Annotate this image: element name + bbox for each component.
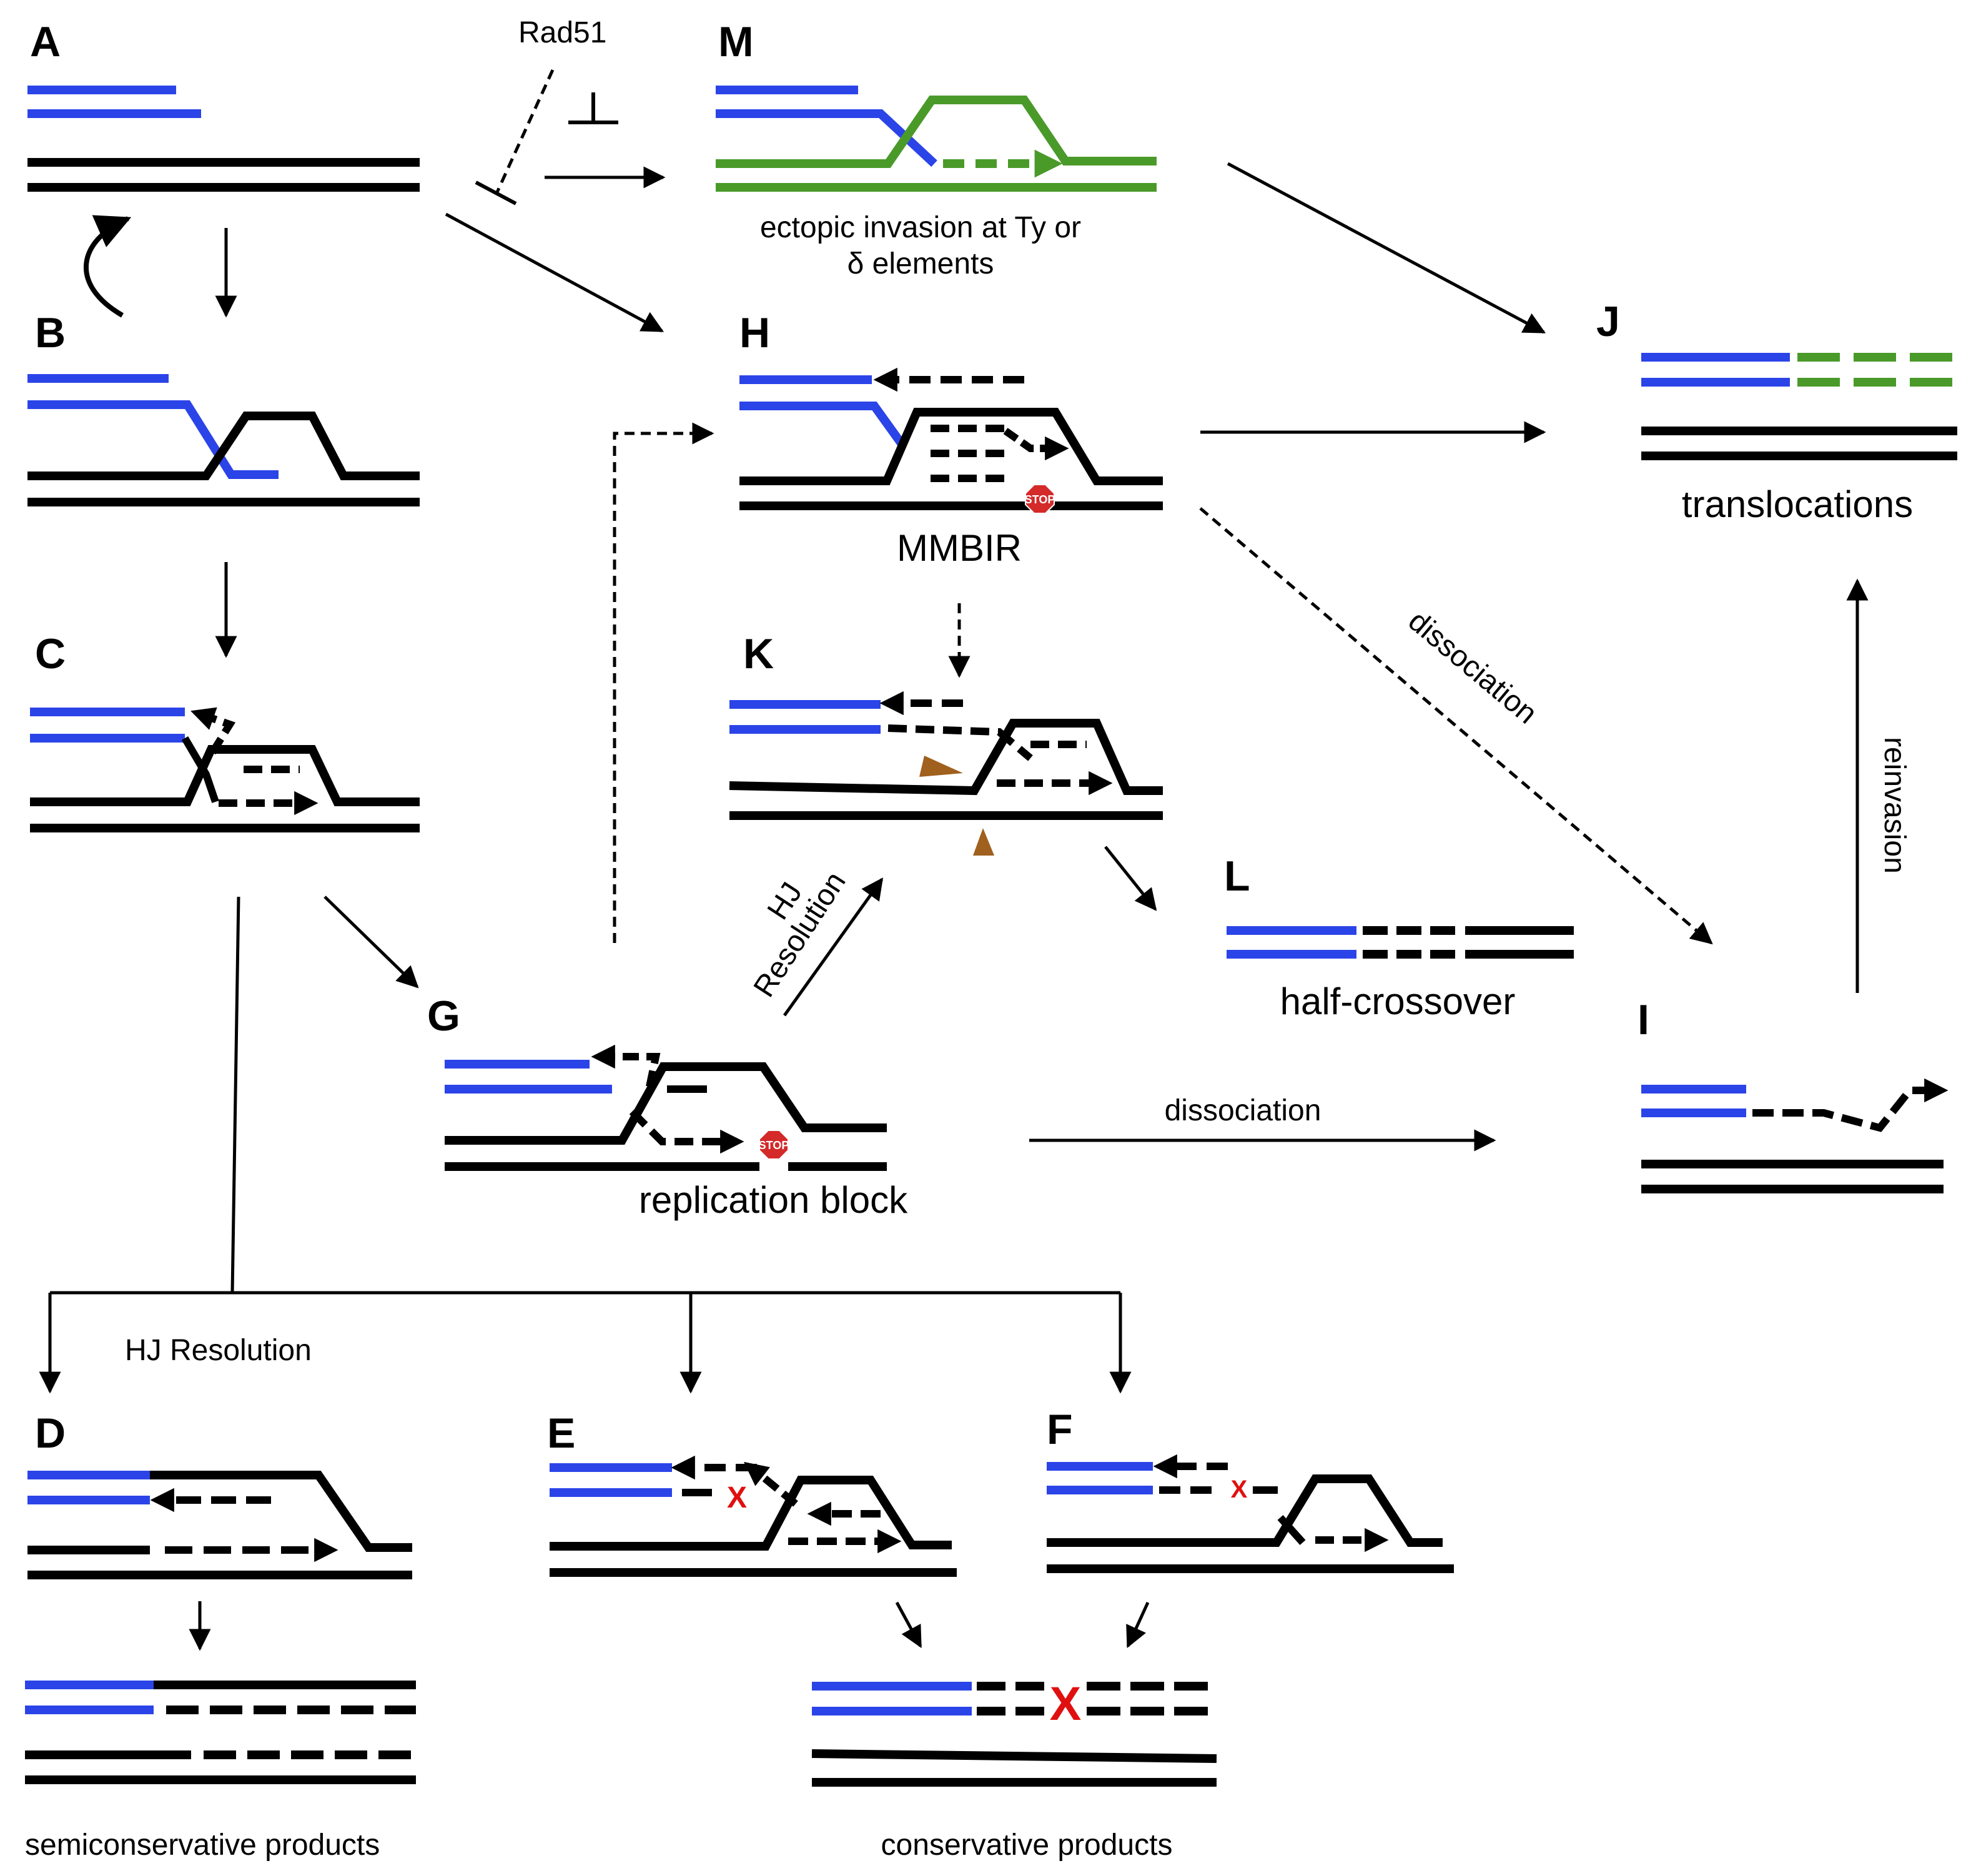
semiconservative-product — [25, 1681, 416, 1784]
panel-d: D — [27, 1409, 412, 1579]
arrow-h-to-i — [1199, 507, 1713, 945]
ectopic-strand — [716, 96, 1157, 168]
panel-letter-g: G — [427, 992, 460, 1040]
arrow-m-to-j — [1227, 162, 1546, 334]
conservative-products-label: conservative products — [881, 1829, 1173, 1862]
panel-f: F X — [1047, 1406, 1454, 1573]
template-strand — [150, 1471, 412, 1552]
crossover-x-mark: X — [1050, 1677, 1082, 1730]
m-caption-line2: δ elements — [847, 247, 994, 280]
panel-g: G STOP replication block — [427, 992, 908, 1221]
cycle-arrow — [83, 215, 132, 318]
panel-letter-e: E — [547, 1409, 575, 1457]
new-synthesis — [887, 724, 1033, 761]
panel-l: L half-crossover — [1224, 852, 1574, 1022]
template-strand — [729, 719, 1163, 796]
synthesis-arrow — [743, 1461, 798, 1507]
panel-letter-b: B — [35, 309, 66, 357]
arrow-a-to-h — [445, 212, 664, 333]
template-strand — [1277, 1514, 1306, 1546]
stop-sign-text: STOP — [759, 1139, 789, 1152]
stop-sign-icon: STOP — [1025, 484, 1055, 514]
panel-m: M ectopic invasion at Ty or δ elements — [716, 18, 1157, 280]
panel-letter-c: C — [35, 630, 66, 678]
rad51-inhibition-line — [495, 69, 555, 195]
branch-line — [230, 896, 240, 1293]
translocations-label: translocations — [1682, 483, 1913, 525]
panel-h: H STOP MMBIR — [739, 309, 1163, 569]
panel-c: C — [30, 630, 420, 832]
hj-resolution-label: HJ Resolution — [125, 1334, 312, 1367]
template-strand — [739, 408, 1163, 485]
template-strand — [27, 412, 420, 480]
half-crossover-label: half-crossover — [1280, 980, 1516, 1022]
stop-sign-icon: STOP — [759, 1130, 789, 1160]
panel-a: A — [27, 18, 420, 192]
template-strand — [550, 1476, 952, 1551]
semiconservative-products-label: semiconservative products — [25, 1829, 380, 1862]
replication-block-label: replication block — [639, 1179, 908, 1221]
invading-strand — [716, 109, 937, 167]
panel-letter-k: K — [743, 630, 774, 678]
reinvasion-label: reinvasion — [1878, 737, 1911, 874]
panel-letter-m: M — [718, 18, 754, 66]
template-strand — [445, 1062, 887, 1145]
panel-i: I — [1638, 996, 1949, 1193]
panel-j: J translocations — [1596, 298, 1957, 525]
template-strand — [1047, 1474, 1443, 1547]
synthesis-arrow — [591, 1044, 661, 1088]
arrow-f-to-product — [1126, 1601, 1150, 1649]
synthesis-arrow — [1003, 428, 1069, 461]
panel-letter-l: L — [1224, 852, 1250, 900]
stop-sign-text: STOP — [1025, 493, 1055, 506]
inhibition-bar — [475, 180, 517, 205]
invading-strand — [27, 400, 279, 479]
arrow-c-to-g — [324, 896, 419, 989]
synthesis-arrow — [1752, 1078, 1949, 1132]
m-caption-line1: ectopic invasion at Ty or — [760, 211, 1081, 244]
panel-b: B — [27, 309, 420, 506]
panel-letter-f: F — [1047, 1406, 1073, 1453]
dissociation-label-horizontal: dissociation — [1165, 1094, 1321, 1127]
cut-site-x-mark: X — [727, 1481, 747, 1514]
arrow-k-to-l — [1104, 846, 1157, 911]
hj-resolution-diagonal-2: Resolution — [748, 866, 852, 1003]
arrow-e-to-product — [895, 1601, 922, 1649]
cleavage-triangle-icon — [919, 756, 963, 777]
template-strand — [181, 736, 219, 803]
rad51-label: Rad51 — [518, 16, 606, 49]
mmbir-label: MMBIR — [897, 527, 1022, 569]
cut-site-x-mark: X — [1231, 1476, 1248, 1503]
dissociation-label-diagonal: dissociation — [1402, 605, 1543, 731]
panel-letter-d: D — [35, 1409, 66, 1457]
panel-letter-j: J — [1596, 298, 1620, 345]
arrow-g-to-h — [613, 422, 714, 943]
panel-letter-i: I — [1638, 996, 1649, 1044]
arrow-g-to-k — [783, 877, 884, 1017]
synthesis-arrow — [629, 1108, 744, 1154]
conservative-product: X — [811, 1677, 1217, 1787]
template-strand — [811, 1749, 1217, 1763]
template-strand — [30, 745, 420, 806]
panel-e: E X — [547, 1409, 957, 1577]
panel-letter-a: A — [30, 18, 61, 66]
panel-k: K — [729, 630, 1163, 856]
panel-letter-h: H — [739, 309, 770, 357]
synthesis-arrow — [190, 707, 236, 755]
invading-strand — [739, 402, 907, 449]
cleavage-triangle-icon — [973, 828, 994, 856]
